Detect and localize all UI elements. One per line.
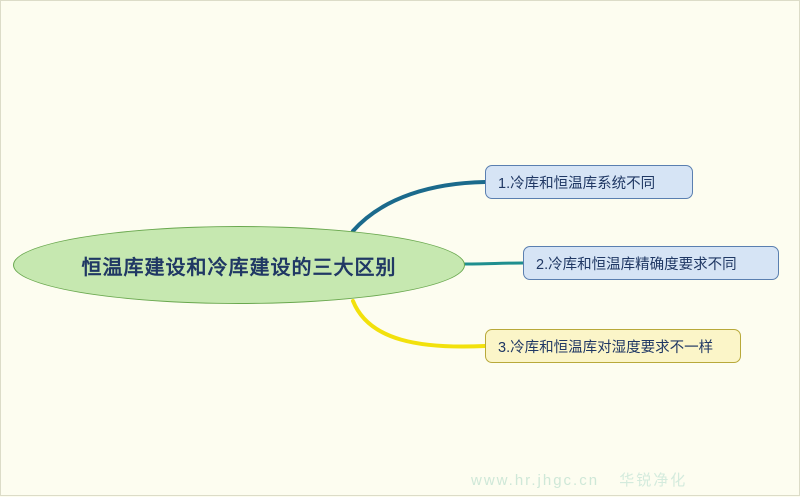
connector-branch-2	[459, 261, 525, 266]
branch-node-2[interactable]: 2.冷库和恒温库精确度要求不同	[523, 246, 779, 280]
branch-node-1[interactable]: 1.冷库和恒温库系统不同	[485, 165, 693, 199]
root-node[interactable]: 恒温库建设和冷库建设的三大区别	[13, 226, 465, 304]
watermark: www.hr.jhgc.cn 华锐净化	[471, 469, 687, 490]
branch-node-2-label: 2.冷库和恒温库精确度要求不同	[536, 256, 737, 273]
branch-node-3[interactable]: 3.冷库和恒温库对湿度要求不一样	[485, 329, 741, 363]
root-node-label: 恒温库建设和冷库建设的三大区别	[81, 256, 397, 279]
connector-branch-3	[351, 299, 487, 349]
watermark-url: www.hr.jhgc.cn	[471, 472, 600, 489]
branch-node-1-label: 1.冷库和恒温库系统不同	[498, 175, 656, 192]
connector-branch-1	[351, 180, 487, 233]
watermark-brand: 华锐净化	[619, 472, 688, 489]
branch-node-3-label: 3.冷库和恒温库对湿度要求不一样	[498, 339, 714, 356]
